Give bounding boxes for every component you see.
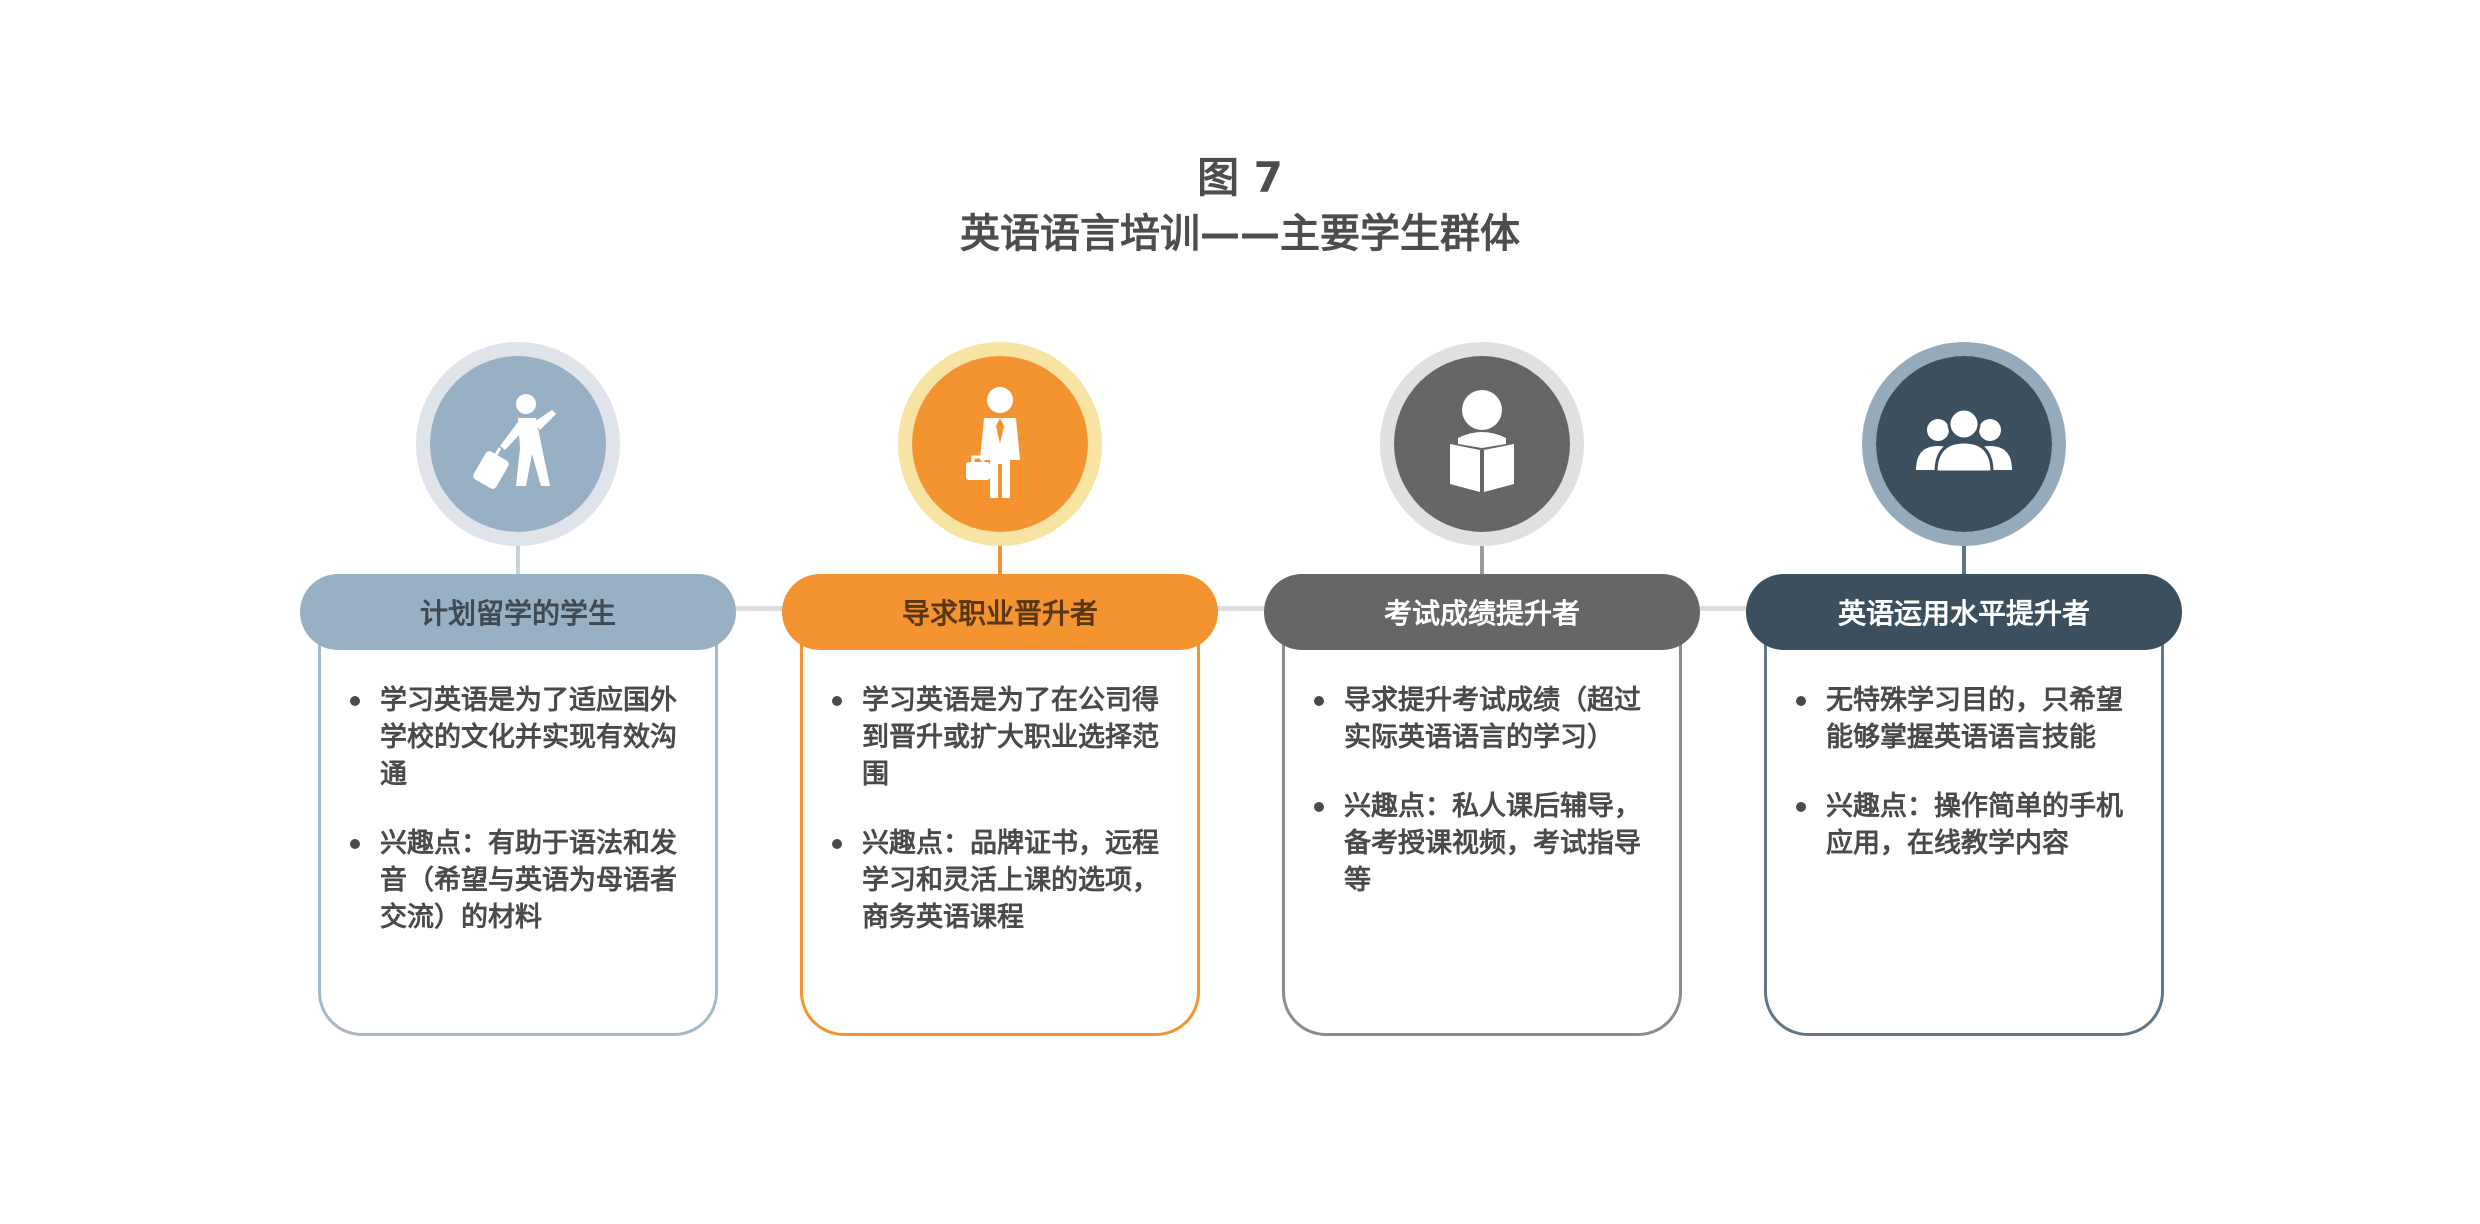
card-stem xyxy=(998,546,1002,574)
group-card-career-advancement: 导求职业晋升者 学习英语是为了在公司得到晋升或扩大职业选择范围 兴趣点：品牌证书… xyxy=(782,342,1218,1036)
icon-circle xyxy=(898,342,1102,546)
group-card-exam-score: 考试成绩提升者 导求提升考试成绩（超过实际英语语言的学习） 兴趣点：私人课后辅导… xyxy=(1264,342,1700,1036)
group-of-people-icon xyxy=(1916,407,2012,474)
card-stem xyxy=(1962,546,1966,574)
group-label: 计划留学的学生 xyxy=(300,574,736,650)
group-label: 英语运用水平提升者 xyxy=(1746,574,2182,650)
bullet-list: 导求提升考试成绩（超过实际英语语言的学习） 兴趣点：私人课后辅导，备考授课视频，… xyxy=(1312,682,1652,931)
group-card-general-proficiency: 英语运用水平提升者 无特殊学习目的，只希望能够掌握英语语言技能 兴趣点：操作简单… xyxy=(1746,342,2182,1036)
bullet-item: 兴趣点：私人课后辅导，备考授课视频，考试指导等 xyxy=(1312,788,1652,899)
person-reading-book-icon xyxy=(1450,390,1514,492)
figure-number: 图 7 xyxy=(1197,153,1283,202)
icon-circle xyxy=(1862,342,2066,546)
icon-circle xyxy=(1380,342,1584,546)
card-body xyxy=(318,594,718,1036)
bullet-item: 导求提升考试成绩（超过实际英语语言的学习） xyxy=(1312,682,1652,756)
businessman-with-briefcase-icon xyxy=(966,387,1020,498)
group-label: 考试成绩提升者 xyxy=(1264,574,1700,650)
connector-line xyxy=(700,606,1780,611)
icon-circle xyxy=(416,342,620,546)
card-stem xyxy=(1480,546,1484,574)
card-stem xyxy=(516,546,520,574)
figure-heading: 图 7 英语语言培训——主要学生群体 xyxy=(0,150,2480,262)
bullet-list: 无特殊学习目的，只希望能够掌握英语语言技能 兴趣点：操作简单的手机应用，在线教学… xyxy=(1794,682,2134,894)
bullet-list: 学习英语是为了适应国外学校的文化并实现有效沟通 兴趣点：有助于语法和发音（希望与… xyxy=(348,682,688,968)
bullet-item: 学习英语是为了在公司得到晋升或扩大职业选择范围 xyxy=(830,682,1170,793)
group-card-study-abroad: 计划留学的学生 学习英语是为了适应国外学校的文化并实现有效沟通 兴趣点：有助于语… xyxy=(300,342,736,1036)
bullet-item: 兴趣点：操作简单的手机应用，在线教学内容 xyxy=(1794,788,2134,862)
figure-title: 英语语言培训——主要学生群体 xyxy=(960,211,1520,257)
card-body xyxy=(1282,594,1682,1036)
bullet-item: 兴趣点：品牌证书，远程学习和灵活上课的选项，商务英语课程 xyxy=(830,825,1170,936)
bullet-item: 无特殊学习目的，只希望能够掌握英语语言技能 xyxy=(1794,682,2134,756)
traveler-with-suitcase-icon xyxy=(473,394,556,489)
card-body xyxy=(800,594,1200,1036)
bullet-item: 兴趣点：有助于语法和发音（希望与英语为母语者交流）的材料 xyxy=(348,825,688,936)
card-body xyxy=(1764,594,2164,1036)
bullet-item: 学习英语是为了适应国外学校的文化并实现有效沟通 xyxy=(348,682,688,793)
bullet-list: 学习英语是为了在公司得到晋升或扩大职业选择范围 兴趣点：品牌证书，远程学习和灵活… xyxy=(830,682,1170,968)
group-label: 导求职业晋升者 xyxy=(782,574,1218,650)
